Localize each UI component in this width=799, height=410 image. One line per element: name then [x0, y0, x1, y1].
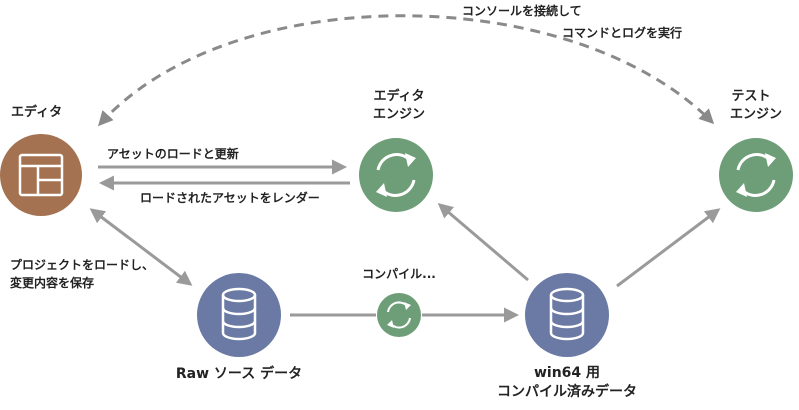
console-label-line1: コンソールを接続して	[462, 4, 582, 18]
compiled-data-label-line1: win64 用	[533, 365, 601, 381]
test-engine-node	[719, 138, 793, 212]
layout-icon	[18, 153, 64, 197]
raw-data-node	[197, 273, 281, 357]
arrow-compiled-to-editor-engine	[437, 203, 529, 282]
arrow-compiled-to-test-engine	[616, 208, 721, 288]
editor-label: エディタ	[11, 105, 63, 120]
database-icon	[221, 287, 257, 341]
load-save-label-line2: 変更内容を保存	[10, 276, 95, 290]
arrow-load-save	[89, 208, 193, 286]
compile-step-node	[377, 293, 421, 337]
editor-node	[0, 134, 82, 216]
raw-data-label: Raw ソース データ	[175, 366, 303, 382]
render-assets-label: ロードされたアセットをレンダー	[140, 191, 320, 205]
load-save-label-line1: プロジェクトをロードし、	[10, 258, 155, 272]
test-engine-label-line1: テスト	[731, 89, 771, 104]
compiled-data-label-line2: コンパイル済みデータ	[497, 384, 637, 400]
database-icon	[549, 287, 585, 341]
editor-engine-label-line2: エンジン	[372, 107, 426, 122]
console-arc	[97, 14, 715, 127]
compiled-data-node	[525, 273, 609, 357]
compile-step-label: コンパイル...	[362, 267, 436, 281]
load-assets-label: アセットのロードと更新	[107, 147, 239, 161]
console-label-line2: コマンドとログを実行	[562, 26, 683, 40]
test-engine-label-line2: エンジン	[729, 107, 783, 122]
editor-engine-node	[359, 138, 433, 212]
editor-engine-label-line1: エディタ	[373, 89, 425, 104]
